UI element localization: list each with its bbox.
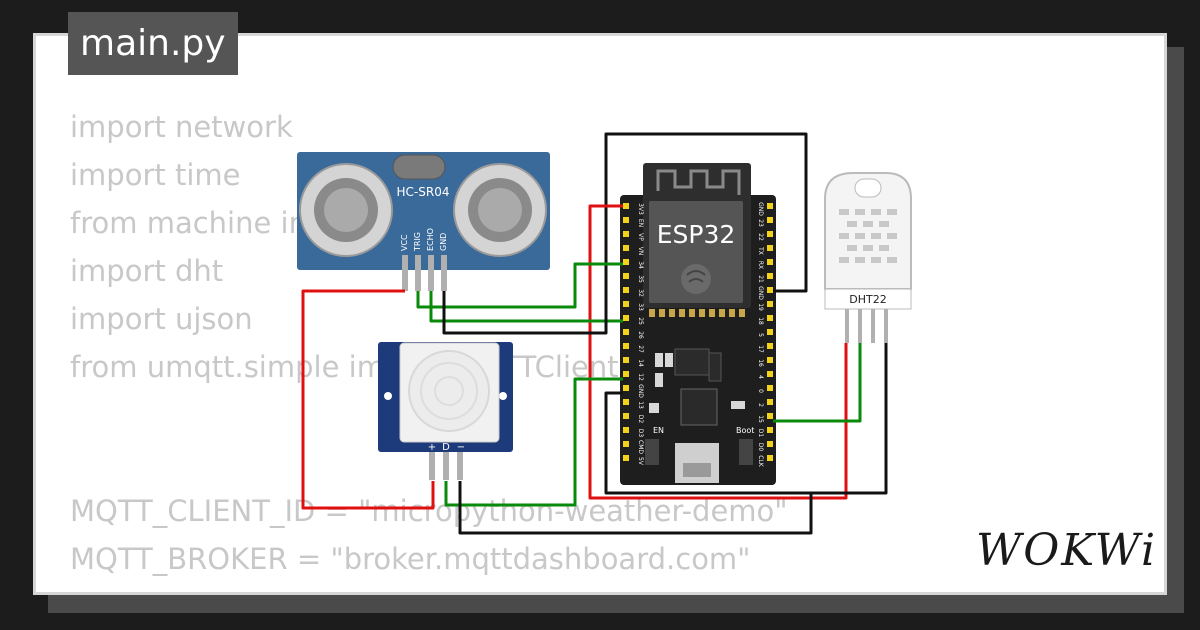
code-line: import time	[70, 158, 241, 192]
pir-pin-minus: −	[457, 442, 465, 453]
svg-text:D0: D0	[757, 443, 764, 452]
svg-text:D3: D3	[637, 429, 644, 438]
wire-pir-data	[444, 377, 623, 507]
wire-gnd-ultrasonic	[442, 291, 608, 335]
wire-gnd-loop	[604, 132, 808, 305]
svg-text:TX: TX	[757, 246, 764, 255]
pir-pin-data: D	[442, 442, 450, 453]
esp32-left-header: 3V3 EN VP VN 34 35 32 33 25 26 27 14 12 …	[623, 203, 644, 466]
svg-text:VP: VP	[637, 233, 644, 241]
code-line: MQTT_CLIENT_ID = "micropython-weather-de…	[70, 494, 788, 528]
dht22-label: DHT22	[849, 293, 886, 306]
boot-button[interactable]	[739, 439, 753, 465]
code-line: import ujson	[70, 302, 253, 336]
pin-label-vcc: VCC	[400, 234, 409, 251]
svg-text:19: 19	[757, 303, 764, 311]
preview-card: import network import time from machine …	[33, 33, 1167, 595]
svg-text:13: 13	[637, 401, 644, 409]
code-line: import network	[70, 110, 293, 144]
svg-text:5: 5	[757, 333, 764, 337]
pin-label-trig: TRIG	[413, 232, 422, 252]
svg-text:D2: D2	[637, 415, 644, 424]
svg-text:33: 33	[637, 303, 644, 311]
esp32-label: ESP32	[657, 220, 736, 249]
file-tab[interactable]: main.py	[68, 12, 238, 75]
esp32-board[interactable]: ESP32 EN Boot	[620, 163, 776, 485]
svg-text:23: 23	[757, 219, 764, 227]
svg-text:15: 15	[757, 415, 764, 423]
svg-text:32: 32	[637, 289, 644, 297]
svg-text:26: 26	[637, 331, 644, 339]
svg-text:GND: GND	[757, 202, 764, 216]
wires	[301, 132, 888, 535]
pin-label-gnd: GND	[439, 233, 448, 251]
svg-text:4: 4	[757, 375, 764, 379]
svg-text:GND: GND	[637, 384, 644, 398]
svg-text:0: 0	[757, 389, 764, 393]
svg-text:3V3: 3V3	[637, 203, 644, 215]
svg-text:35: 35	[637, 275, 644, 283]
svg-text:EN: EN	[637, 219, 644, 227]
wire-dht-data	[773, 343, 862, 423]
code-line: MQTT_USER = ""	[70, 583, 788, 592]
circuit-diagram: ESP32 EN Boot	[297, 132, 912, 535]
wire-dht-gnd	[773, 343, 888, 495]
svg-text:12: 12	[637, 373, 644, 381]
svg-text:2: 2	[757, 403, 764, 407]
svg-text:D1: D1	[757, 429, 764, 438]
svg-text:16: 16	[757, 359, 764, 367]
pir-pin-plus: +	[428, 442, 436, 453]
pir-sensor[interactable]: + D −	[378, 342, 513, 480]
code-line: import dht	[70, 254, 224, 288]
svg-text:22: 22	[757, 233, 764, 241]
svg-text:18: 18	[757, 317, 764, 325]
esp32-right-header: GND 23 22 TX RX 21 GND 19 18 5 17 16 4 0…	[757, 202, 773, 468]
svg-text:CMD: CMD	[637, 440, 644, 454]
wire-3v3	[588, 204, 848, 500]
wire-trig	[416, 262, 623, 309]
svg-text:17: 17	[757, 345, 764, 353]
svg-text:14: 14	[637, 359, 644, 367]
svg-text:5V: 5V	[637, 457, 644, 466]
svg-text:34: 34	[637, 261, 644, 269]
hc-sr04-sensor[interactable]: HC-SR04 VCC TRIG ECHO GND	[297, 152, 550, 291]
svg-text:GND: GND	[757, 286, 764, 300]
wire-vcc-ultrasonic	[301, 289, 435, 510]
svg-text:27: 27	[637, 345, 644, 353]
wire-echo	[429, 291, 623, 323]
pin-label-echo: ECHO	[426, 228, 435, 251]
svg-text:25: 25	[637, 317, 644, 325]
code-line: MQTT_BROKER = "broker.mqttdashboard.com"	[70, 542, 751, 576]
dht22-sensor[interactable]: DHT22	[824, 172, 912, 343]
svg-text:RX: RX	[757, 261, 764, 269]
en-button[interactable]	[645, 439, 659, 465]
hc-sr04-label: HC-SR04	[397, 185, 450, 199]
wokwi-logo: WOKWi	[976, 525, 1158, 576]
svg-text:VN: VN	[637, 247, 644, 256]
en-label: EN	[653, 426, 664, 435]
boot-label: Boot	[736, 426, 754, 435]
svg-text:21: 21	[757, 275, 764, 283]
svg-text:CLK: CLK	[757, 455, 764, 468]
